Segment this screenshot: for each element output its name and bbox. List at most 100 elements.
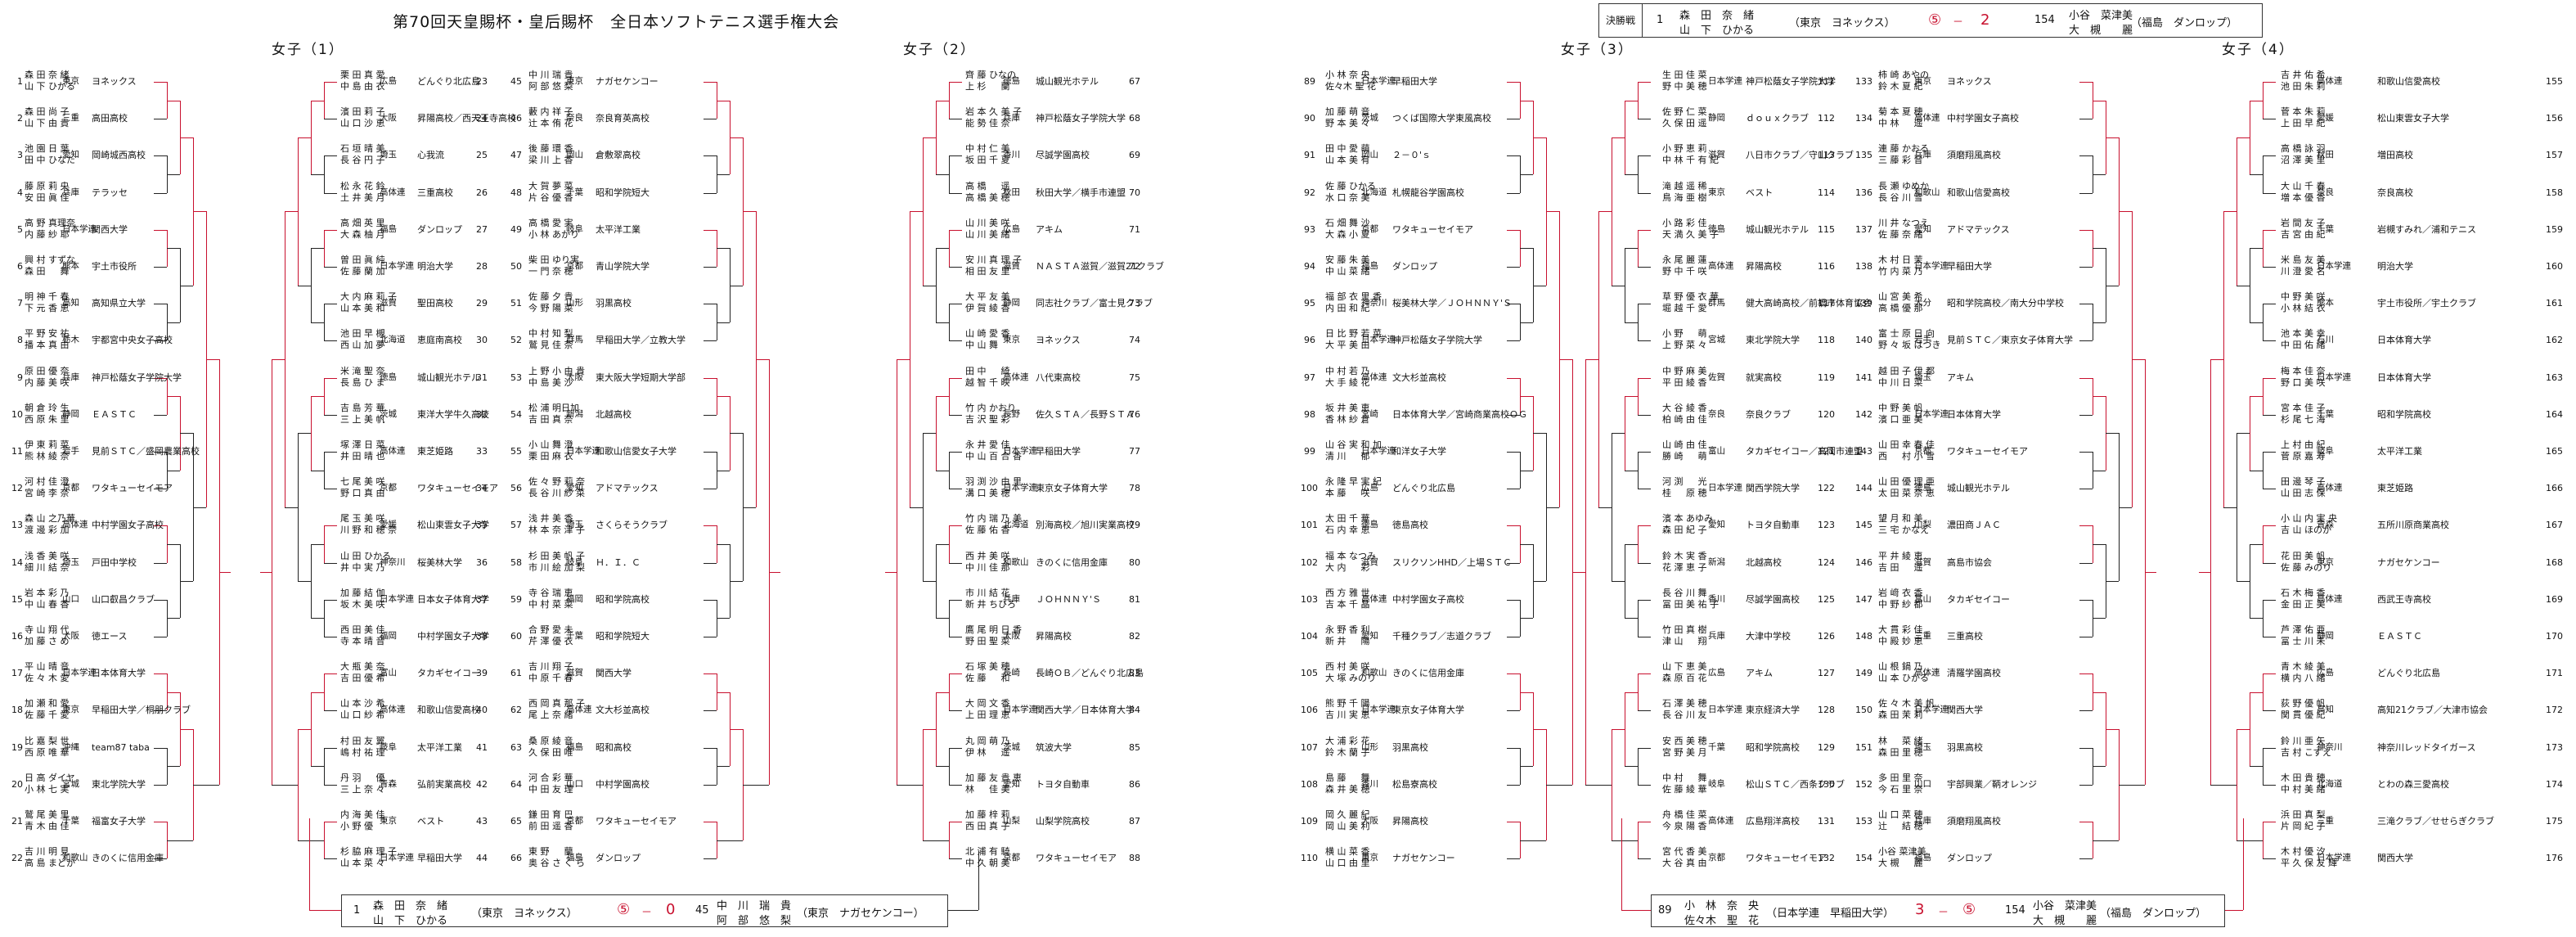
bracket-line [2223,507,2237,508]
seed-number: 5 [17,223,23,235]
seed-number: 90 [1304,113,1315,124]
seed-number: 88 [1129,853,1140,864]
club-name: 早稲田大学 [1947,261,1992,272]
bracket-line [1638,304,1639,341]
bracket-line [2210,784,2223,786]
player-name: 山 下 恵 美 [1662,661,1707,673]
player-name: 越 智 千 映 [965,376,1010,388]
bracket-line [1638,155,1651,157]
semi-right-b-player: 大 槻 麗 [2033,915,2097,927]
bracket-line [1533,433,1546,435]
bracket-line [923,433,924,582]
affiliation: 京都 [380,483,397,493]
club-name: 関西大学 [1947,705,1983,716]
player-name: 河 村 佳 澄 [25,476,70,488]
club-name: 松山東雲女子大学 [2377,113,2449,124]
bracket-line [311,396,312,471]
bracket-line [2093,322,2106,323]
player-name: 高 橋 優 那 [1878,303,1923,314]
club-name: 恵庭南高校 [417,335,462,346]
bracket-line [936,174,949,175]
player-name: 小 山 舞 澄 [528,439,573,450]
affiliation: 日本学連 [1914,705,1949,715]
bracket-line [1598,507,1612,508]
player-name: 田 中 綺 [965,365,1010,376]
bracket-line [717,322,730,323]
seed-number: 87 [1129,816,1140,827]
affiliation: 日本学連 [2317,372,2351,382]
affiliation: 福岡 [566,593,583,604]
bracket-line [2250,691,2263,693]
seed-number: 89 [1304,76,1315,87]
bracket-line [311,248,324,250]
player-name: 水 口 奈 美 [1325,191,1370,203]
affiliation: 愛知 [1708,520,1725,530]
affiliation: 青森 [2317,520,2334,530]
player-name: 一 門 奈 穂 [528,266,573,277]
section-heading: 女子（4） [2222,42,2295,58]
affiliation: 北海道 [1003,520,1029,530]
seed-number: 54 [510,408,522,420]
seed-number: 40 [476,705,488,716]
bracket-line [2250,248,2263,250]
player-name: 中 野 麻 美 [1662,365,1707,376]
seed-number: 113 [1818,150,1835,161]
bracket-line [1533,581,1546,583]
seed-number: 154 [1855,853,1872,864]
bracket-line [2119,211,2132,213]
player-name: 加 藤 梓 莉 [965,809,1010,820]
bracket-line [1612,581,1625,583]
seed-number: 137 [1855,223,1872,235]
player-name: 鎌 田 育 巴 [528,809,573,820]
affiliation: 広島 [1708,668,1725,678]
player-name: 木 村 優 汐 [2281,846,2326,858]
affiliation: 東京 [380,816,397,826]
club-name: 心我流 [417,150,444,161]
final-b-number: 154 [2034,14,2055,26]
affiliation: 埼玉 [380,150,397,160]
affiliation: 高体連 [566,705,592,715]
club-name: 羽黒高校 [596,298,632,309]
player-name: 竹 田 真 樹 [1662,624,1707,635]
seed-number: 55 [510,446,522,457]
bracket-line [949,340,962,342]
club-name: 筑波大学 [1036,741,1072,753]
bracket-line [272,784,285,786]
affiliation: 滋賀 [1914,556,1931,567]
seed-number: 132 [1818,853,1835,864]
seed-number: 130 [1818,778,1835,790]
seed-number: 143 [1855,446,1872,457]
bracket-line [324,525,337,527]
semi-left-b-club: （東京 ナガセケンコー） [797,908,924,920]
affiliation: 静岡 [62,408,79,419]
affiliation: 千葉 [2317,223,2334,234]
player-name: 宮 本 佳 子 [2281,402,2326,413]
bracket-line [2132,359,2145,360]
affiliation: 広島 [1003,223,1020,234]
seed-number: 119 [1818,372,1835,383]
club-name: 文大杉並高校 [596,705,650,716]
final-score-dash: － [1953,16,1964,29]
player-name: 平 山 晴 音 [25,661,70,673]
affiliation: 東京 [62,705,79,715]
affiliation: 長野 [1003,408,1020,419]
club-name: 中村学園高校 [596,778,650,790]
